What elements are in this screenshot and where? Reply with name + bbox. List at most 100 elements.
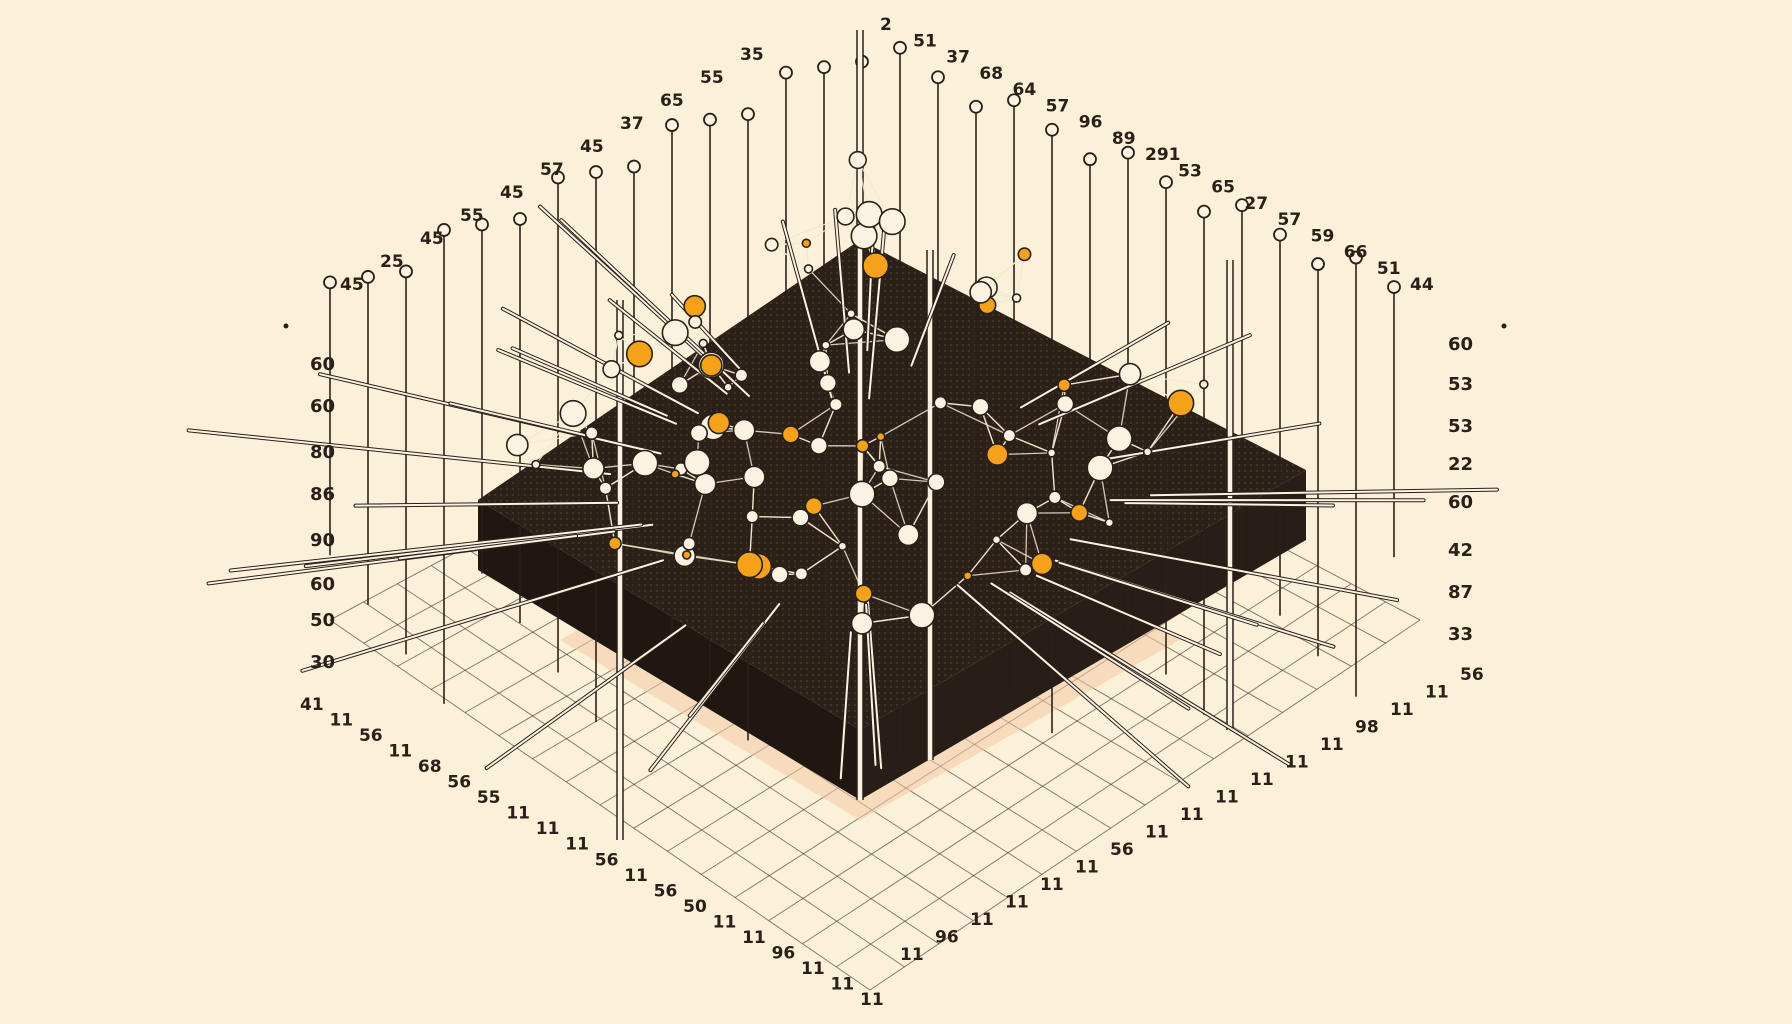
pillar-cap	[362, 271, 374, 283]
bottom-left-edge-label: 68	[418, 757, 442, 777]
top-right-edge-label: 96	[1079, 113, 1103, 133]
bottom-right-edge-label: 56	[1460, 665, 1484, 685]
pillar-cap	[324, 276, 336, 288]
accent-node	[802, 239, 810, 247]
accent-node	[877, 433, 885, 441]
bottom-left-edge-label: 11	[801, 959, 825, 979]
node	[1013, 294, 1021, 302]
top-right-edge-label: 65	[1211, 178, 1235, 198]
top-right-edge-label: 44	[1410, 275, 1434, 295]
accent-node	[609, 537, 621, 549]
node	[847, 310, 855, 318]
bottom-right-edge-label: 56	[1110, 840, 1134, 860]
bottom-right-edge-label: 96	[935, 928, 959, 948]
node	[970, 282, 991, 303]
node	[822, 341, 830, 349]
node	[1087, 455, 1113, 481]
bottom-left-edge-label: 56	[359, 726, 383, 746]
accent-node	[964, 572, 972, 580]
bottom-left-edge-label: 55	[477, 788, 501, 808]
node	[1019, 564, 1031, 576]
node	[856, 202, 882, 228]
pillar-cap	[1160, 176, 1172, 188]
accent-node	[863, 253, 889, 279]
node	[819, 375, 836, 392]
bottom-right-edge-label: 11	[1390, 700, 1414, 720]
bottom-right-edge-label: 11	[1180, 805, 1204, 825]
top-left-edge-label: 45	[340, 275, 364, 295]
node	[873, 460, 885, 472]
bottom-left-edge-label: 56	[595, 850, 619, 870]
accent-node	[737, 552, 763, 578]
node	[1048, 449, 1056, 457]
top-right-edge-label: 59	[1311, 226, 1335, 246]
bottom-left-edge-label: 11	[329, 711, 353, 731]
node	[1057, 396, 1074, 413]
right-axis-label: 60	[1448, 492, 1473, 513]
bottom-left-edge-label: 56	[447, 773, 471, 793]
node	[852, 613, 873, 634]
node	[689, 316, 701, 328]
node	[809, 351, 830, 372]
bottom-left-edge-label: 11	[388, 742, 412, 762]
node	[699, 339, 707, 347]
pillar-cap	[742, 108, 754, 120]
bottom-right-edge-label: 11	[1285, 753, 1309, 773]
pillar-cap	[1388, 281, 1400, 293]
top-right-edge-label: 64	[1013, 80, 1037, 100]
node	[599, 482, 611, 494]
accent-node	[684, 296, 705, 317]
top-right-edge-label: 2	[880, 15, 892, 35]
node	[849, 152, 866, 169]
bottom-left-edge-label: 11	[536, 819, 560, 839]
right-axis-label: 42	[1448, 540, 1473, 561]
bottom-right-edge-label: 11	[1040, 875, 1064, 895]
accent-node	[1058, 379, 1070, 391]
pillar-cap	[1274, 229, 1286, 241]
node	[765, 238, 777, 250]
node	[1200, 380, 1208, 388]
top-right-edge-label: 51	[1377, 259, 1401, 279]
accent-node	[782, 426, 799, 443]
node	[928, 474, 945, 491]
stray-dot	[1502, 324, 1507, 329]
accent-node	[683, 551, 691, 559]
node	[972, 398, 989, 415]
left-axis-label: 60	[310, 574, 335, 595]
pillar-cap	[666, 119, 678, 131]
bottom-left-edge-label: 11	[565, 835, 589, 855]
top-left-edge-label: 65	[660, 91, 684, 111]
top-left-edge-label: 37	[620, 114, 644, 134]
pillar-cap	[780, 67, 792, 79]
accent-node	[987, 444, 1008, 465]
node	[1049, 491, 1061, 503]
node	[586, 427, 598, 439]
bottom-right-edge-label: 11	[1425, 683, 1449, 703]
node	[810, 437, 827, 454]
node	[1003, 429, 1015, 441]
pillar-cap	[704, 114, 716, 126]
accent-node	[855, 585, 872, 602]
top-left-edge-label: 55	[700, 68, 724, 88]
top-right-edge-label: 37	[946, 48, 970, 68]
pillar-cap	[894, 42, 906, 54]
top-left-edge-label: 45	[500, 183, 524, 203]
top-right-edge-label: 66	[1344, 243, 1368, 263]
stray-dot	[284, 324, 289, 329]
node	[735, 369, 747, 381]
node	[849, 481, 875, 507]
node	[632, 451, 658, 477]
bottom-left-edge-label: 11	[713, 912, 737, 932]
top-right-edge-label: 51	[913, 31, 937, 51]
pillar-cap	[1046, 124, 1058, 136]
accent-node	[1168, 390, 1194, 416]
bottom-right-edge-label: 11	[1075, 858, 1099, 878]
accent-node	[1071, 504, 1088, 521]
node	[744, 466, 765, 487]
node	[843, 319, 864, 340]
node	[882, 470, 899, 487]
pillar-cap	[932, 71, 944, 83]
node	[830, 398, 842, 410]
node	[615, 331, 623, 339]
